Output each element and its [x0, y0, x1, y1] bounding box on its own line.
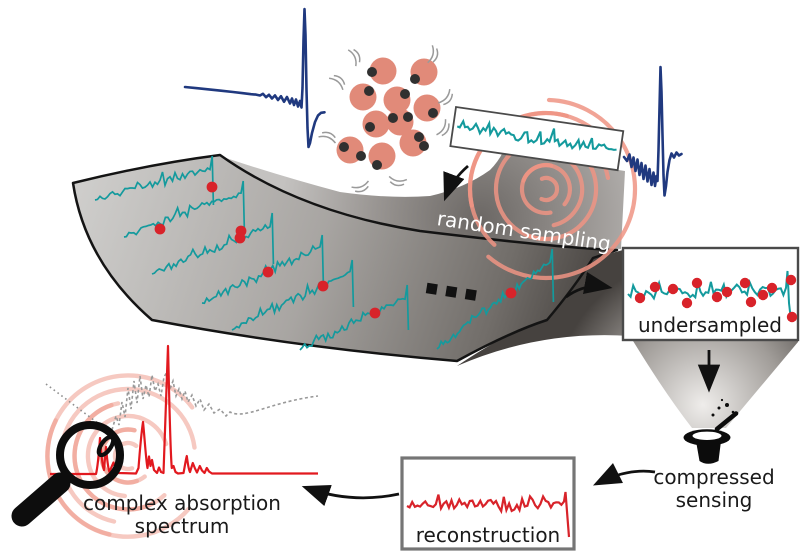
arrow-hat-to-reconstruction-icon: [592, 462, 656, 486]
label-complex-absorption-spectrum: complex absorption spectrum: [83, 491, 281, 538]
sample-dot: [691, 277, 703, 289]
fid-signal-left: [183, 7, 326, 149]
molecule-atom: [339, 142, 349, 152]
molecule-atom: [414, 132, 424, 142]
fingerprint-ridge: [486, 97, 638, 281]
fingerprint-ridge: [539, 175, 560, 203]
reconstruction-box: reconstruction: [400, 456, 576, 551]
sheet-trace: [436, 248, 555, 350]
motion-arc-icon: [388, 175, 408, 187]
sheet-trace: [123, 180, 246, 238]
sparkles-icon: [711, 398, 735, 417]
fingerprint-ridge: [521, 163, 572, 207]
sample-dot: [154, 223, 166, 235]
strip-trace: [456, 118, 617, 151]
sample-dot: [745, 296, 757, 308]
reconstruction-frame: [400, 456, 576, 551]
sample-dot: [505, 287, 517, 299]
fingerprint-ridge: [467, 110, 569, 247]
magician-hat-icon: [683, 429, 731, 464]
molecule-atom: [403, 112, 413, 122]
sample-dot: [667, 283, 679, 295]
molecule-atom: [372, 160, 382, 170]
sheet-trace: [299, 284, 410, 351]
sample-dot: [681, 297, 693, 309]
sample-dot: [757, 289, 769, 301]
fid-signal-right: [622, 65, 683, 197]
molecule-atom: [367, 67, 377, 77]
molecule-atom: [365, 122, 375, 132]
motion-arc-icon: [328, 74, 346, 91]
motion-arc-icon: [437, 88, 454, 106]
motion-arc-icon: [351, 180, 370, 193]
sample-dot: [206, 181, 218, 193]
undersampled-signal: [627, 270, 792, 317]
label-reconstruction: reconstruction: [416, 523, 560, 547]
molecule-atom: [364, 86, 374, 96]
sample-dot: [317, 280, 329, 292]
absorption-spectrum-trace: [50, 344, 318, 476]
motion-arc-icon: [436, 119, 450, 137]
strip-signal: [456, 118, 617, 151]
arrow-reconstruction-to-spectrum-icon: [301, 484, 400, 507]
sample-dot: [369, 307, 381, 319]
sample-dot: [649, 281, 661, 293]
motion-arc-icon: [427, 45, 439, 64]
label-undersampled: undersampled: [638, 313, 782, 337]
ellipsis-dots: [425, 282, 477, 301]
label-compressed-sensing: compressed sensing: [653, 465, 774, 512]
undersampled-trace: [627, 270, 798, 323]
reconstruction-signal: [406, 491, 571, 538]
sampling-strip: [449, 105, 625, 172]
sheet-trace-group: [94, 155, 555, 351]
magnifier-icon: [11, 421, 124, 527]
sample-dot: [711, 291, 723, 303]
sample-dot: [634, 292, 646, 304]
magic-wand-icon: [711, 398, 739, 432]
arrow-strip-to-sheet-icon: [443, 164, 469, 202]
sheet-trace: [231, 259, 355, 331]
molecule-atom: [356, 151, 366, 161]
label-spectrum-line1: complex absorption: [83, 491, 281, 515]
molecule-cluster: [318, 45, 454, 193]
gray-reference-trace: [111, 369, 319, 431]
molecule: [413, 94, 441, 122]
sample-dot: [739, 277, 751, 289]
label-sensing: sensing: [676, 488, 753, 512]
arrow-sheet-to-undersampled-icon: [565, 271, 613, 299]
undersampled-box: undersampled: [621, 246, 800, 342]
molecule-atom: [428, 108, 438, 118]
sheet-trace: [151, 212, 275, 275]
sample-dot: [234, 232, 246, 244]
fingerprint-ridge: [112, 440, 139, 472]
fingerprint-ridge: [58, 386, 197, 524]
sample-dot: [721, 286, 733, 298]
motion-arc-icon: [347, 48, 361, 67]
label-compressed: compressed: [653, 465, 774, 489]
sample-dot: [262, 266, 274, 278]
molecule-atom: [388, 113, 398, 123]
label-spectrum-line2: spectrum: [135, 514, 230, 538]
sample-dot: [785, 274, 797, 286]
molecule-atom: [400, 89, 410, 99]
motion-arc-icon: [318, 131, 337, 144]
molecule-atom: [410, 74, 420, 84]
reconstruction-trace: [406, 491, 571, 538]
molecule: [369, 57, 397, 85]
sample-dot: [786, 311, 798, 323]
sheet-trace: [94, 155, 215, 206]
undersampled-frame: [621, 246, 800, 342]
molecule-atom: [419, 141, 429, 151]
sample-dot: [766, 282, 778, 294]
fingerprint-ridge: [45, 418, 191, 539]
